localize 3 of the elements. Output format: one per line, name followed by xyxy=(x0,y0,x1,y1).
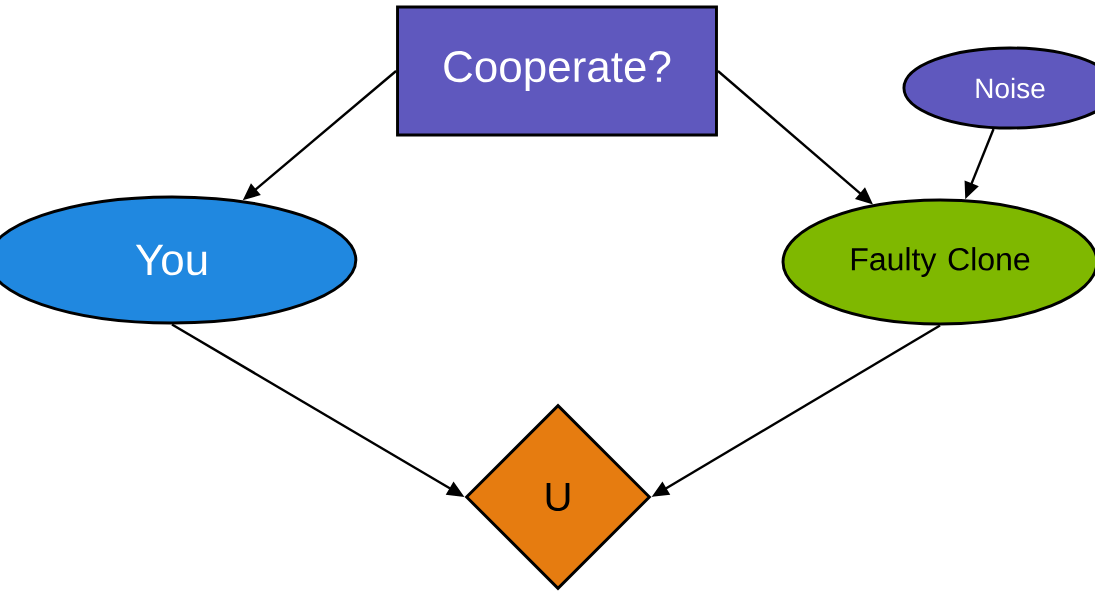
oval-node: Noise xyxy=(902,46,1095,130)
process-box: Cooperate? xyxy=(396,5,718,137)
oval-node: Faulty Clone xyxy=(781,198,1095,326)
